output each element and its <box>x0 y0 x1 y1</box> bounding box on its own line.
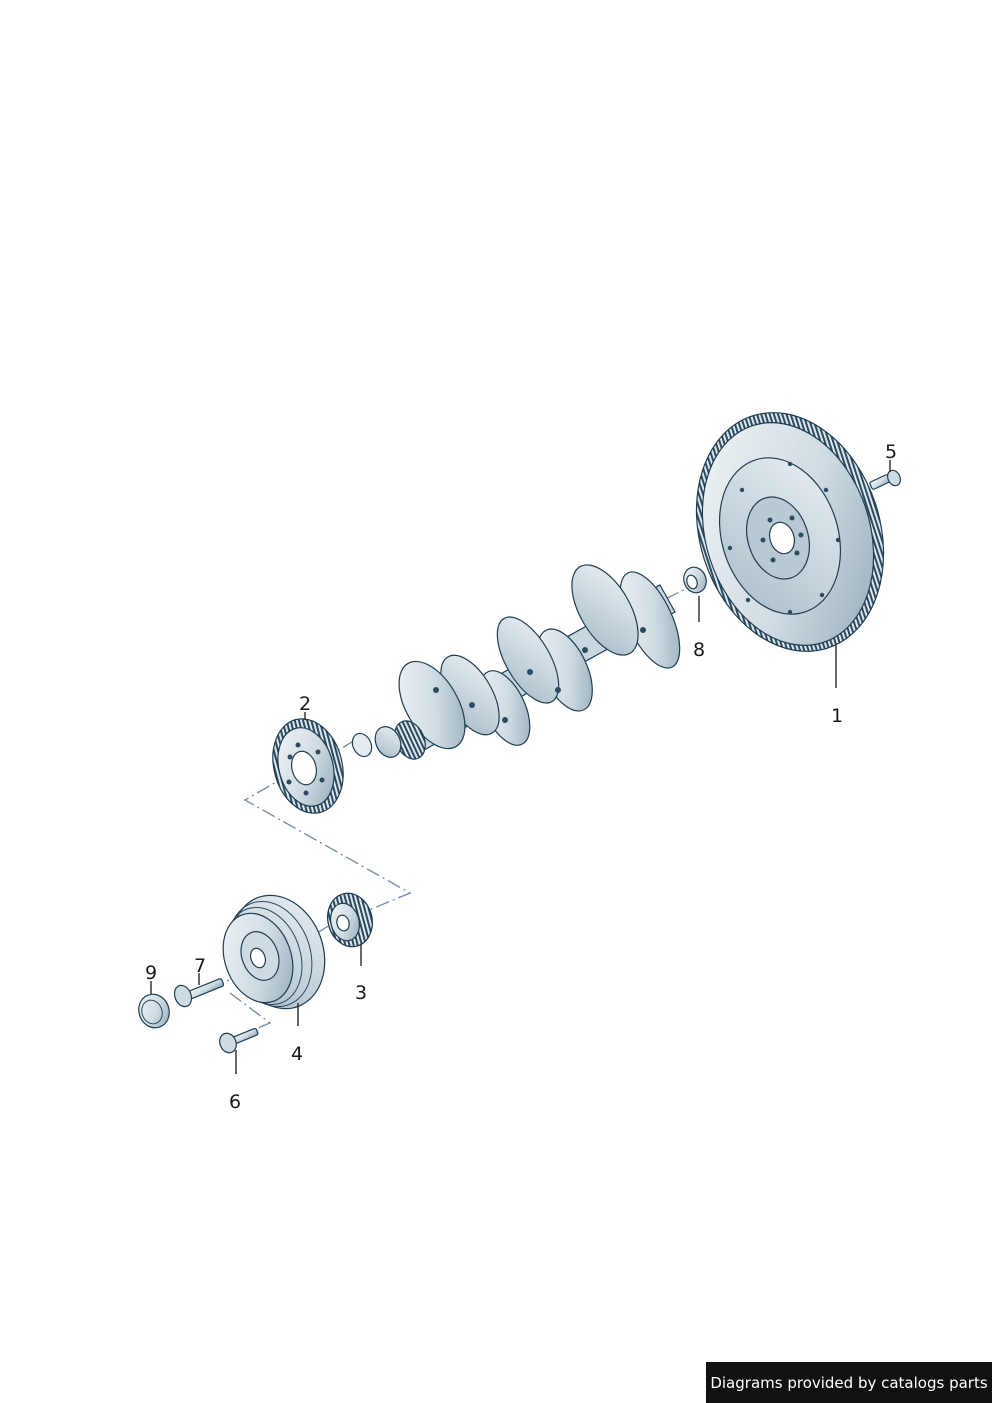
pulley-bolt <box>173 978 225 1008</box>
callout-1: 1 <box>831 705 843 727</box>
flywheel <box>695 412 885 652</box>
drive-gear <box>327 892 373 948</box>
crankshaft <box>351 564 681 760</box>
leader-lines <box>150 460 891 1074</box>
credit-banner: Diagrams provided by catalogs parts <box>706 1362 992 1403</box>
callout-8: 8 <box>693 639 705 661</box>
callout-4: 4 <box>291 1043 303 1065</box>
cover-cap <box>138 993 170 1029</box>
callout-6: 6 <box>229 1091 241 1113</box>
callout-9: 9 <box>145 962 157 984</box>
flywheel-bolt <box>869 469 902 490</box>
vibration-damper-pulley <box>222 894 326 1010</box>
damper-bolt <box>219 1027 259 1054</box>
needle-bearing <box>683 566 707 594</box>
callout-7: 7 <box>194 955 206 977</box>
callout-5: 5 <box>885 441 897 463</box>
callout-3: 3 <box>355 982 367 1004</box>
crankshaft-gear <box>272 718 344 814</box>
callout-2: 2 <box>299 693 311 715</box>
